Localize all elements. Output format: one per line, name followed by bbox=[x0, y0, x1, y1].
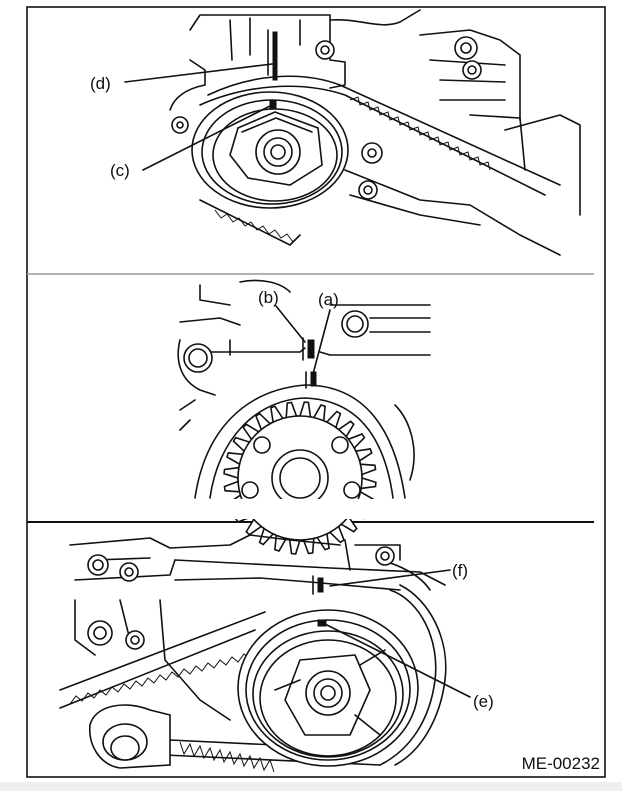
label-d-group: (d) bbox=[90, 63, 273, 93]
panel-crankshaft-sprocket bbox=[177, 279, 431, 555]
label-e: (e) bbox=[473, 692, 494, 711]
label-b: (b) bbox=[258, 288, 279, 307]
figure-frame bbox=[26, 6, 606, 778]
bottom-scroll-strip bbox=[0, 782, 622, 791]
label-d: (d) bbox=[90, 74, 111, 93]
label-c: (c) bbox=[110, 161, 130, 180]
label-c-group: (c) bbox=[110, 105, 271, 180]
label-a: (a) bbox=[318, 290, 339, 309]
label-a-group: (a) bbox=[312, 290, 339, 375]
figure-code: ME-00232 bbox=[522, 754, 600, 773]
label-f: (f) bbox=[452, 561, 468, 580]
label-f-group: (f) bbox=[329, 561, 468, 587]
panel-camshaft-right bbox=[59, 534, 447, 773]
panel-camshaft-left bbox=[169, 9, 581, 256]
label-b-group: (b) bbox=[258, 288, 306, 343]
label-e-group: (e) bbox=[326, 624, 494, 711]
